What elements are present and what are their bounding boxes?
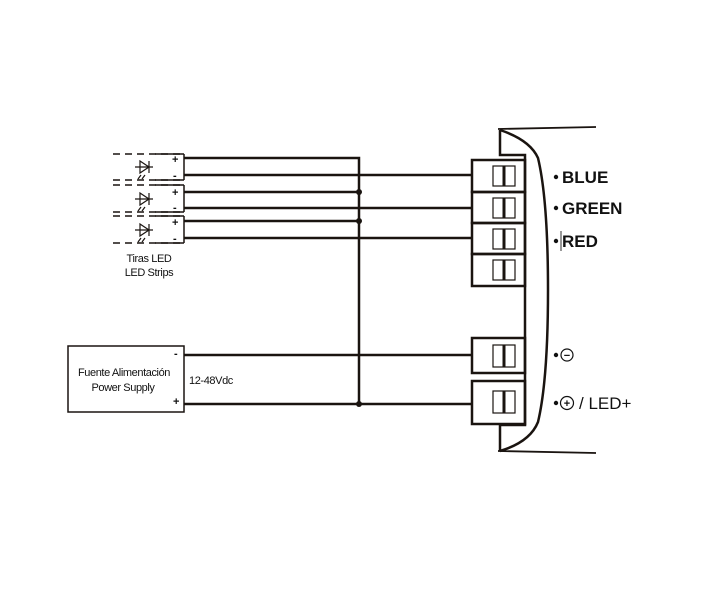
- terminal-label-positive: +: [564, 398, 570, 410]
- controller-housing: [497, 126, 597, 454]
- strip-3-plus: +: [172, 217, 178, 229]
- strip-1-minus: -: [173, 170, 177, 182]
- power-supply-minus: -: [174, 348, 178, 360]
- junction-dots: [356, 189, 362, 407]
- strip-3-minus: -: [173, 233, 177, 245]
- strip-2-plus: +: [172, 187, 178, 199]
- terminal-label-negative: −: [564, 350, 570, 362]
- led-strips-label-es: Tiras LED: [127, 253, 172, 265]
- led-strips-label-en: LED Strips: [125, 267, 174, 279]
- terminal-block: [470, 158, 527, 426]
- strip-1-plus: +: [172, 154, 178, 166]
- power-supply-box: [67, 345, 185, 413]
- led-diode-icon: [135, 159, 153, 243]
- terminal-label-led-plus: / LED+: [579, 394, 632, 413]
- power-supply-label-es: Fuente Alimentación: [78, 367, 170, 379]
- terminal-label-blue: BLUE: [562, 168, 608, 187]
- negative-circle-icon: [560, 348, 574, 362]
- terminal-label-red: RED: [562, 232, 598, 251]
- voltage-label: 12-48Vdc: [189, 375, 234, 387]
- power-supply-label-en: Power Supply: [91, 382, 155, 394]
- wires: [184, 156, 472, 406]
- strip-2-minus: -: [173, 202, 177, 214]
- terminal-label-green: GREEN: [562, 199, 622, 218]
- positive-circle-icon: [559, 395, 575, 411]
- power-supply-plus: +: [173, 396, 179, 408]
